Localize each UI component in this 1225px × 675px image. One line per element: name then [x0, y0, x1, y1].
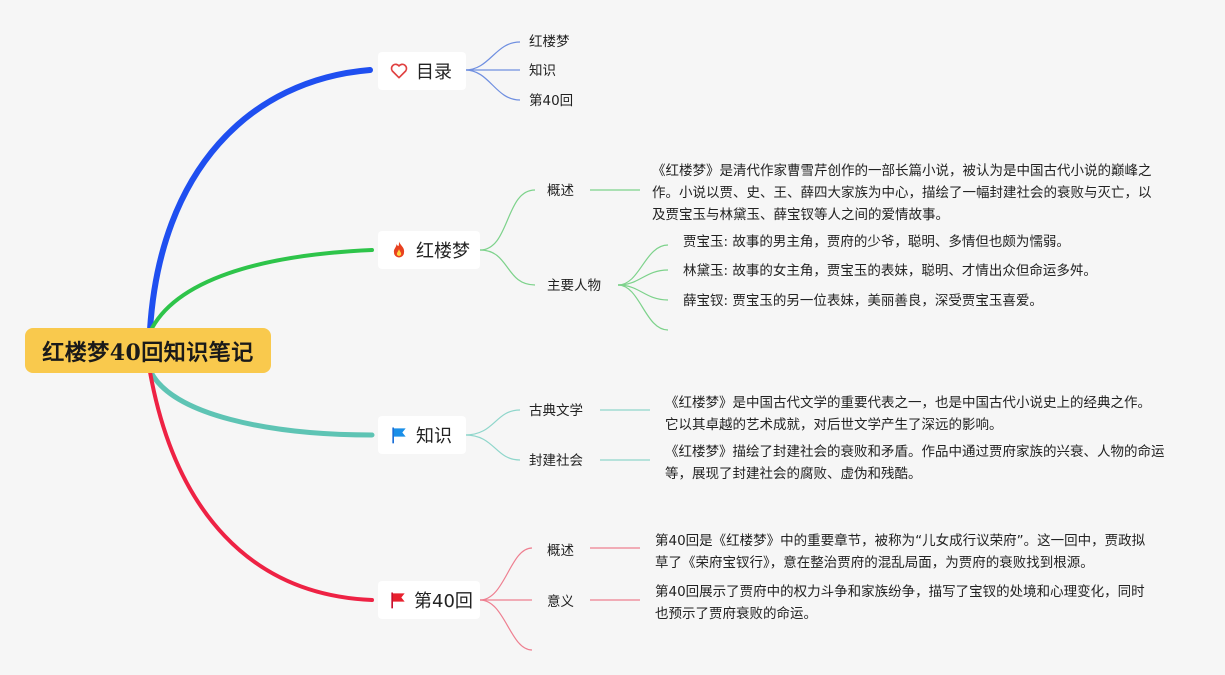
fire-icon [388, 239, 410, 261]
heart-icon [388, 60, 410, 82]
ch40-meaning-label[interactable]: 意义 [547, 594, 574, 610]
ch40-overview-text: 第40回是《红楼梦》中的重要章节，被称为“儿女成行议荣府”。这一回中，贾政拟草了… [655, 533, 1146, 571]
branch-ch40[interactable]: 第40回 [378, 581, 480, 619]
connector-root-hlm [148, 248, 374, 334]
knowledge-feudal-text: 《红楼梦》描绘了封建社会的衰败和矛盾。作品中通过贾府家族的兴衰、人物的命运等，展… [665, 444, 1165, 482]
toc-item-hlm[interactable]: 红楼梦 [529, 34, 570, 50]
toc-item-ch40[interactable]: 第40回 [529, 93, 574, 109]
toc-item-knowledge[interactable]: 知识 [529, 63, 556, 79]
branch-hlm-label: 红楼梦 [416, 241, 470, 262]
branch-toc[interactable]: 目录 [378, 52, 466, 90]
hlm-characters-label[interactable]: 主要人物 [547, 278, 601, 294]
branch-hlm[interactable]: 红楼梦 [378, 231, 480, 269]
red-flag-icon [388, 589, 408, 611]
root-node[interactable]: 红楼梦40回知识笔记 [25, 328, 271, 373]
character-xue-baochai: 薛宝钗: 贾宝玉的另一位表妹，美丽善良，深受贾宝玉喜爱。 [683, 293, 1043, 309]
character-lin-daiyu: 林黛玉: 故事的女主角，贾宝玉的表妹，聪明、才情出众但命运多舛。 [683, 263, 1097, 279]
branch-ch40-label: 第40回 [414, 591, 473, 612]
connector-root-toc [147, 67, 373, 333]
knowledge-classical-label[interactable]: 古典文学 [529, 403, 583, 419]
branch-knowledge-label: 知识 [416, 426, 452, 447]
connector-root-ch40 [148, 370, 374, 602]
ch40-overview-label[interactable]: 概述 [547, 543, 574, 559]
hlm-overview-label[interactable]: 概述 [547, 183, 574, 199]
branch-toc-label: 目录 [416, 62, 452, 83]
hlm-overview-text: 《红楼梦》是清代作家曹雪芹创作的一部长篇小说，被认为是中国古代小说的巅峰之作。小… [652, 163, 1152, 223]
ch40-meaning-text: 第40回展示了贾府中的权力斗争和家族纷争，描写了宝钗的处境和心理变化，同时也预示… [655, 584, 1145, 622]
knowledge-feudal-label[interactable]: 封建社会 [529, 453, 583, 469]
character-jia-baoyu: 贾宝玉: 故事的男主角，贾府的少爷，聪明、多情但也颇为懦弱。 [683, 234, 1070, 250]
connector-root-knowledge [147, 367, 375, 438]
blue-flag-icon [388, 424, 410, 446]
branch-knowledge[interactable]: 知识 [378, 416, 466, 454]
knowledge-classical-text: 《红楼梦》是中国古代文学的重要代表之一，也是中国古代小说史上的经典之作。它以其卓… [665, 395, 1151, 433]
